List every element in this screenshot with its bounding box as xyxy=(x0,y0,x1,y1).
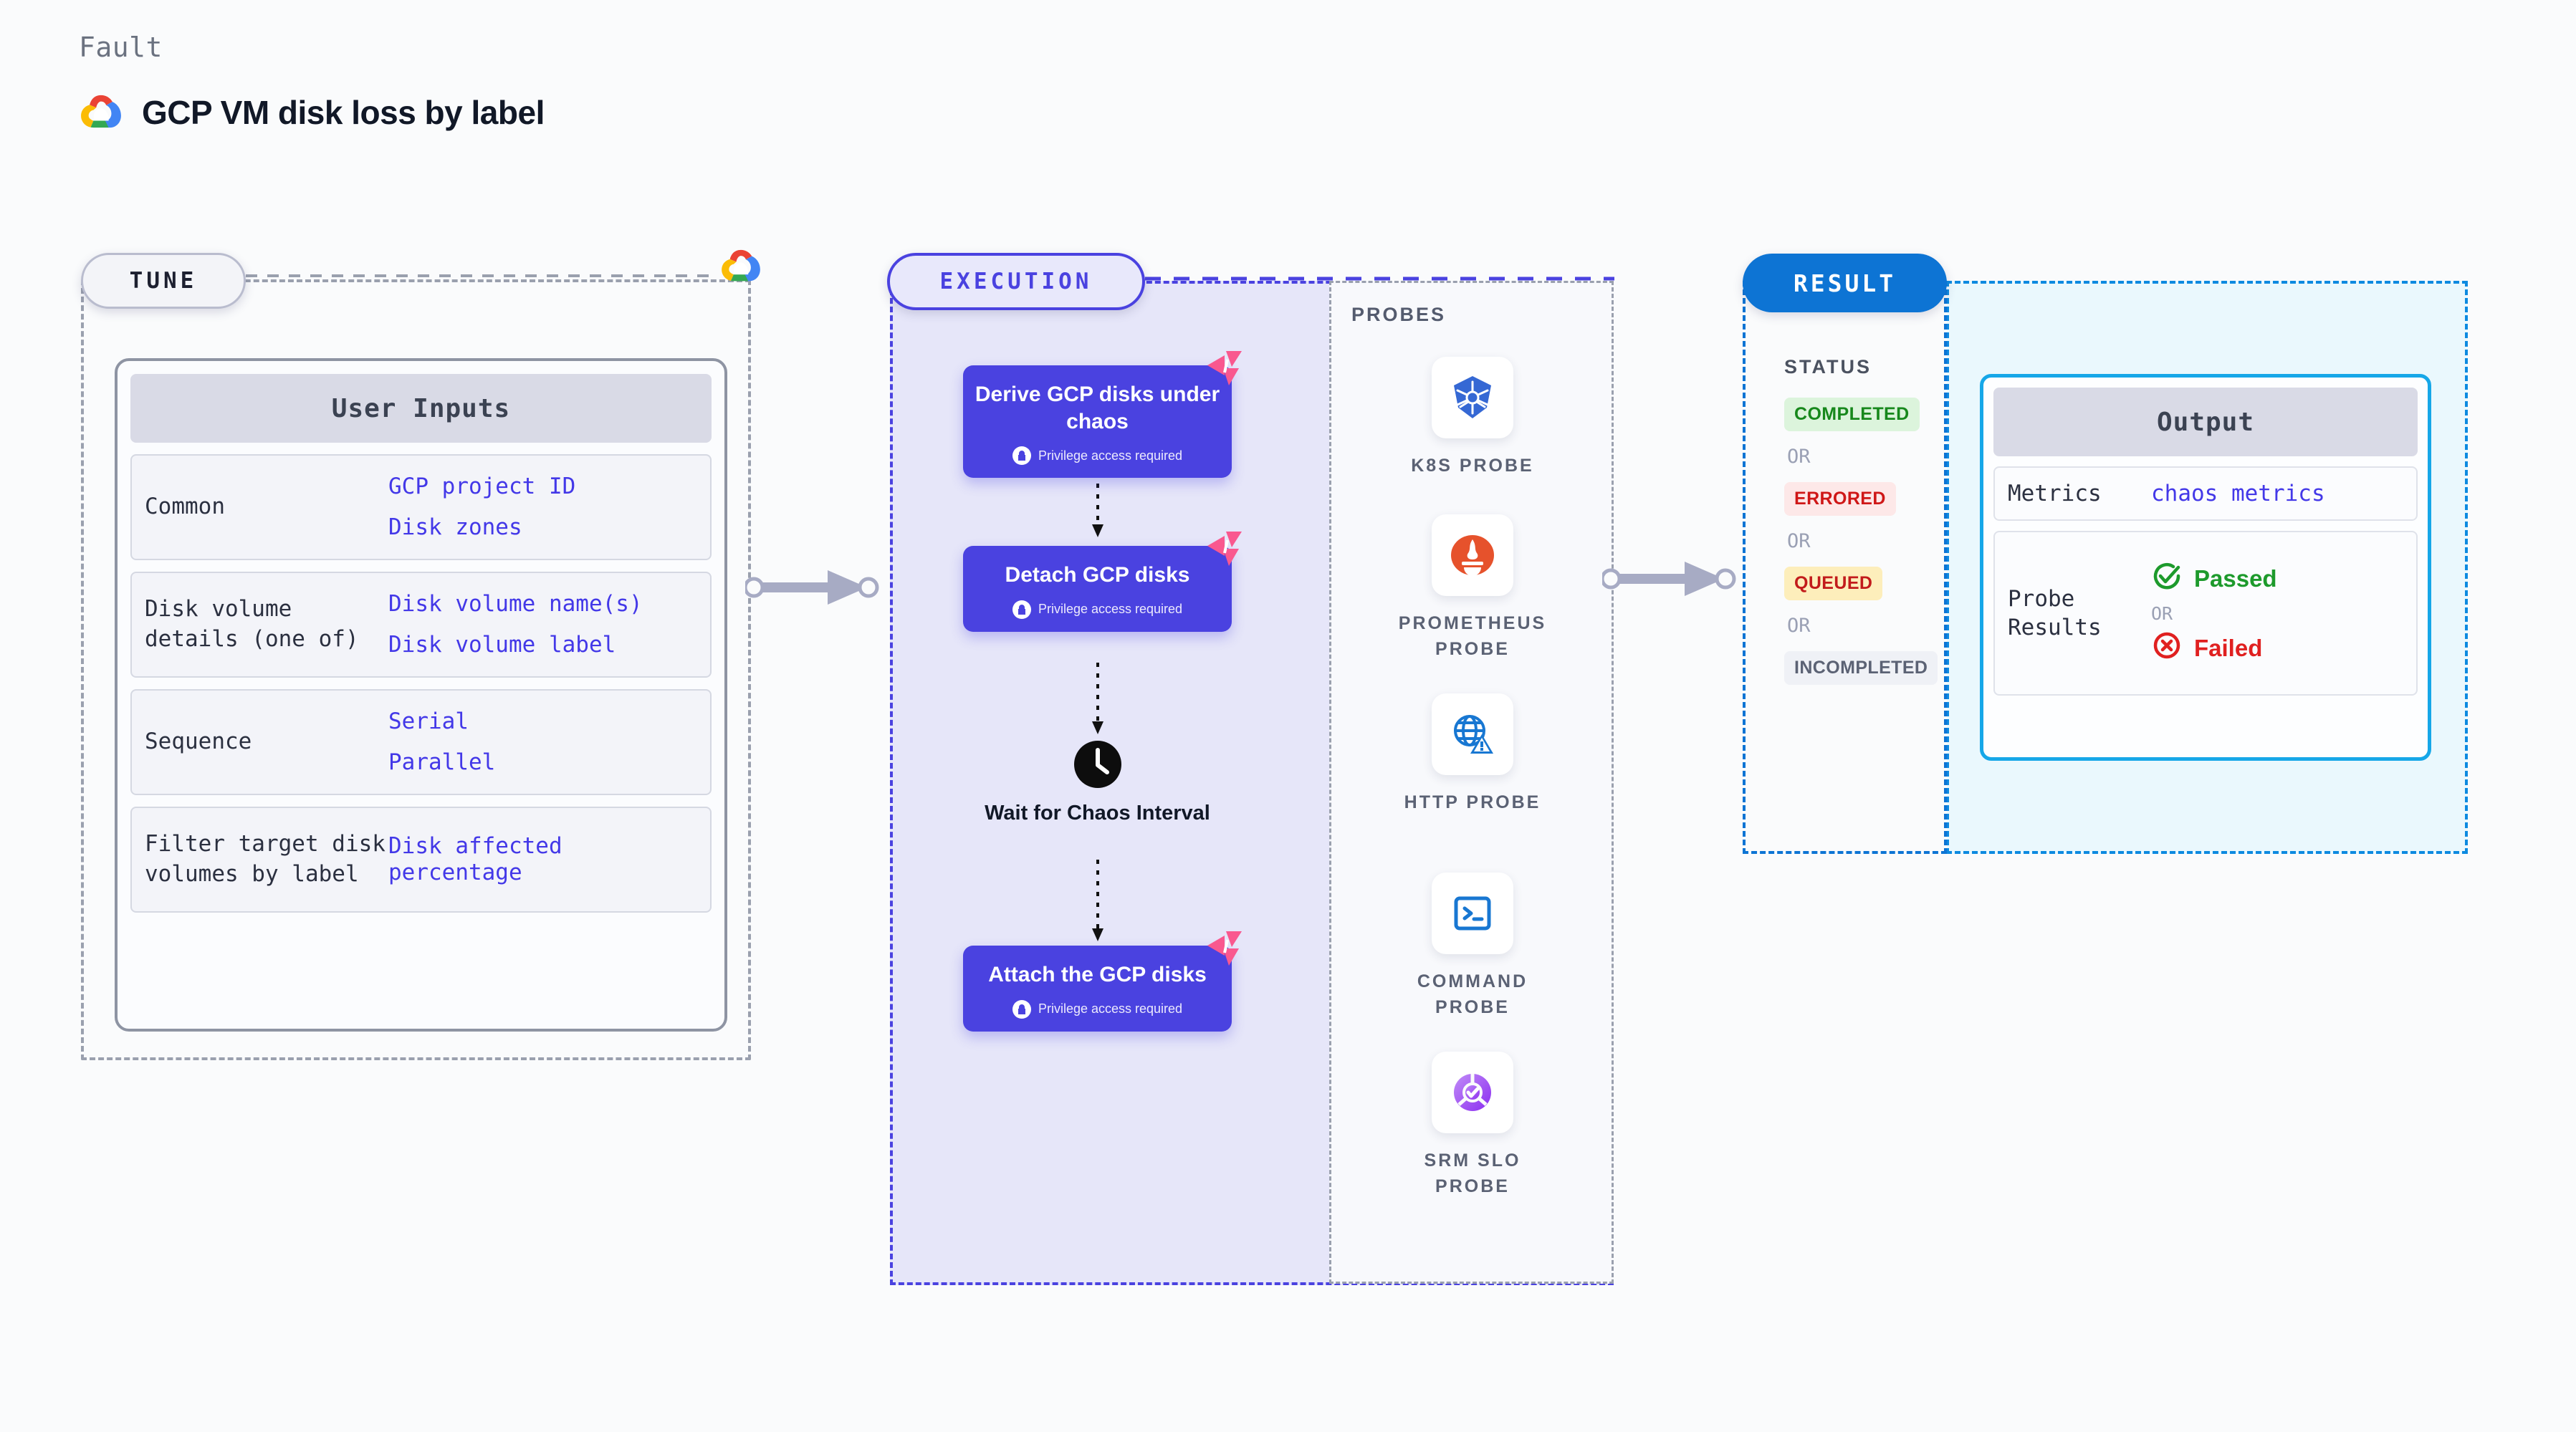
input-row-common: Common GCP project ID Disk zones xyxy=(130,454,712,560)
arrow-right-icon xyxy=(1602,562,1736,596)
execution-node-label: Derive GCP disks under chaos xyxy=(975,383,1220,433)
execution-node-derive-gcp-disks[interactable]: Derive GCP disks under chaos Privilege a… xyxy=(963,351,1242,478)
execution-node-label: Detach GCP disks xyxy=(1005,563,1190,587)
probe-label: PROMETHEUS PROBE xyxy=(1398,613,1547,660)
flow-arrow-icon xyxy=(1092,860,1103,941)
input-key: Disk volume details (one of) xyxy=(145,596,359,652)
lock-icon xyxy=(1012,446,1031,465)
wait-node-label: Wait for Chaos Interval xyxy=(985,802,1210,825)
input-value[interactable]: Disk affected percentage xyxy=(388,832,562,885)
input-key: Filter target disk volumes by label xyxy=(145,831,386,887)
chaos-badge-icon xyxy=(1203,530,1245,572)
lock-icon xyxy=(1012,600,1031,619)
arrow-right-icon xyxy=(745,570,879,605)
input-value[interactable]: Parallel xyxy=(388,749,496,775)
page-title-row: GCP VM disk loss by label xyxy=(79,93,545,132)
probe-command[interactable]: COMMAND PROBE xyxy=(1387,873,1558,1021)
result-tag: RESULT xyxy=(1743,254,1947,312)
probes-title: PROBES xyxy=(1351,304,1447,325)
input-value[interactable]: Disk volume label xyxy=(388,632,616,658)
privilege-label: Privilege access required xyxy=(1038,448,1183,463)
output-card: Output Metrics chaos metrics Probe Resul… xyxy=(1980,374,2431,761)
input-row-sequence: Sequence Serial Parallel xyxy=(130,689,712,795)
gcp-cloud-icon xyxy=(79,94,123,131)
chaos-badge-icon xyxy=(1203,350,1245,392)
status-list: COMPLETED OR ERRORED OR QUEUED OR INCOMP… xyxy=(1784,398,1949,685)
or-label: OR xyxy=(1787,615,1811,637)
clock-icon xyxy=(1073,741,1123,792)
output-row-probe-results: Probe Results Passed OR xyxy=(1993,531,2418,696)
privilege-label: Privilege access required xyxy=(1038,602,1183,616)
globe-warning-icon xyxy=(1432,693,1513,775)
output-key: Probe Results xyxy=(2008,586,2102,641)
execution-node-detach-gcp-disks[interactable]: Detach GCP disks Privilege access requir… xyxy=(963,532,1242,632)
privilege-note: Privilege access required xyxy=(975,600,1220,619)
probe-result-passed: Passed xyxy=(2151,560,2277,597)
input-value[interactable]: Serial xyxy=(388,708,469,734)
tune-tag-connector xyxy=(246,274,719,277)
probe-result-failed: Failed xyxy=(2151,630,2277,667)
input-value[interactable]: Disk volume name(s) xyxy=(388,590,643,617)
page-title: GCP VM disk loss by label xyxy=(142,94,545,131)
output-card-title: Output xyxy=(1993,388,2418,456)
terminal-icon xyxy=(1432,873,1513,954)
privilege-note: Privilege access required xyxy=(975,999,1220,1019)
input-key: Common xyxy=(145,494,225,520)
probe-label: HTTP PROBE xyxy=(1404,792,1541,812)
prometheus-icon xyxy=(1432,514,1513,596)
status-badge: INCOMPLETED xyxy=(1784,651,1938,685)
kubernetes-icon xyxy=(1432,357,1513,438)
output-row-metrics: Metrics chaos metrics xyxy=(1993,466,2418,522)
probe-result-label: Failed xyxy=(2194,634,2263,661)
srm-slo-icon xyxy=(1432,1052,1513,1133)
flow-arrow-icon xyxy=(1092,473,1103,537)
probe-http[interactable]: HTTP PROBE xyxy=(1387,693,1558,815)
execution-tag: EXECUTION xyxy=(887,253,1145,310)
output-value[interactable]: chaos metrics xyxy=(2151,481,2325,507)
privilege-label: Privilege access required xyxy=(1038,1001,1183,1016)
probe-prometheus[interactable]: PROMETHEUS PROBE xyxy=(1387,514,1558,663)
fault-kicker: Fault xyxy=(79,32,163,63)
tune-gcp-cloud-icon xyxy=(719,249,762,288)
or-label: OR xyxy=(2151,602,2173,624)
check-circle-icon xyxy=(2151,560,2183,597)
input-row-filter-target: Filter target disk volumes by label Disk… xyxy=(130,807,712,913)
or-label: OR xyxy=(1787,446,1811,468)
probe-srm-slo[interactable]: SRM SLO PROBE xyxy=(1387,1052,1558,1200)
wait-for-chaos-interval-node: Wait for Chaos Interval xyxy=(963,739,1232,826)
tune-panel xyxy=(81,279,751,1060)
flow-arrow-icon xyxy=(1092,663,1103,734)
status-title: STATUS xyxy=(1784,356,1872,378)
execution-tag-connector xyxy=(1145,277,1614,281)
user-inputs-card: User Inputs Common GCP project ID Disk z… xyxy=(115,358,727,1032)
probe-label: COMMAND PROBE xyxy=(1417,971,1528,1018)
status-badge: COMPLETED xyxy=(1784,398,1920,431)
output-key: Metrics xyxy=(2008,481,2102,506)
tune-tag: TUNE xyxy=(81,253,246,309)
or-label: OR xyxy=(1787,530,1811,552)
execution-node-label: Attach the GCP disks xyxy=(988,963,1207,986)
probe-result-label: Passed xyxy=(2194,564,2277,592)
status-badge: QUEUED xyxy=(1784,567,1883,600)
x-circle-icon xyxy=(2151,630,2183,667)
chaos-badge-icon xyxy=(1203,930,1245,972)
execution-node-attach-gcp-disks[interactable]: Attach the GCP disks Privilege access re… xyxy=(963,931,1242,1032)
input-key: Sequence xyxy=(145,729,252,755)
probe-label: SRM SLO PROBE xyxy=(1424,1150,1521,1197)
probe-label: K8S PROBE xyxy=(1411,456,1534,476)
status-badge: ERRORED xyxy=(1784,482,1896,516)
user-inputs-title: User Inputs xyxy=(130,374,712,443)
probe-k8s[interactable]: K8S PROBE xyxy=(1387,357,1558,479)
input-value[interactable]: Disk zones xyxy=(388,514,522,540)
input-value[interactable]: GCP project ID xyxy=(388,473,576,499)
lock-icon xyxy=(1012,999,1031,1019)
input-row-disk-volume-details: Disk volume details (one of) Disk volume… xyxy=(130,572,712,678)
privilege-note: Privilege access required xyxy=(975,446,1220,465)
